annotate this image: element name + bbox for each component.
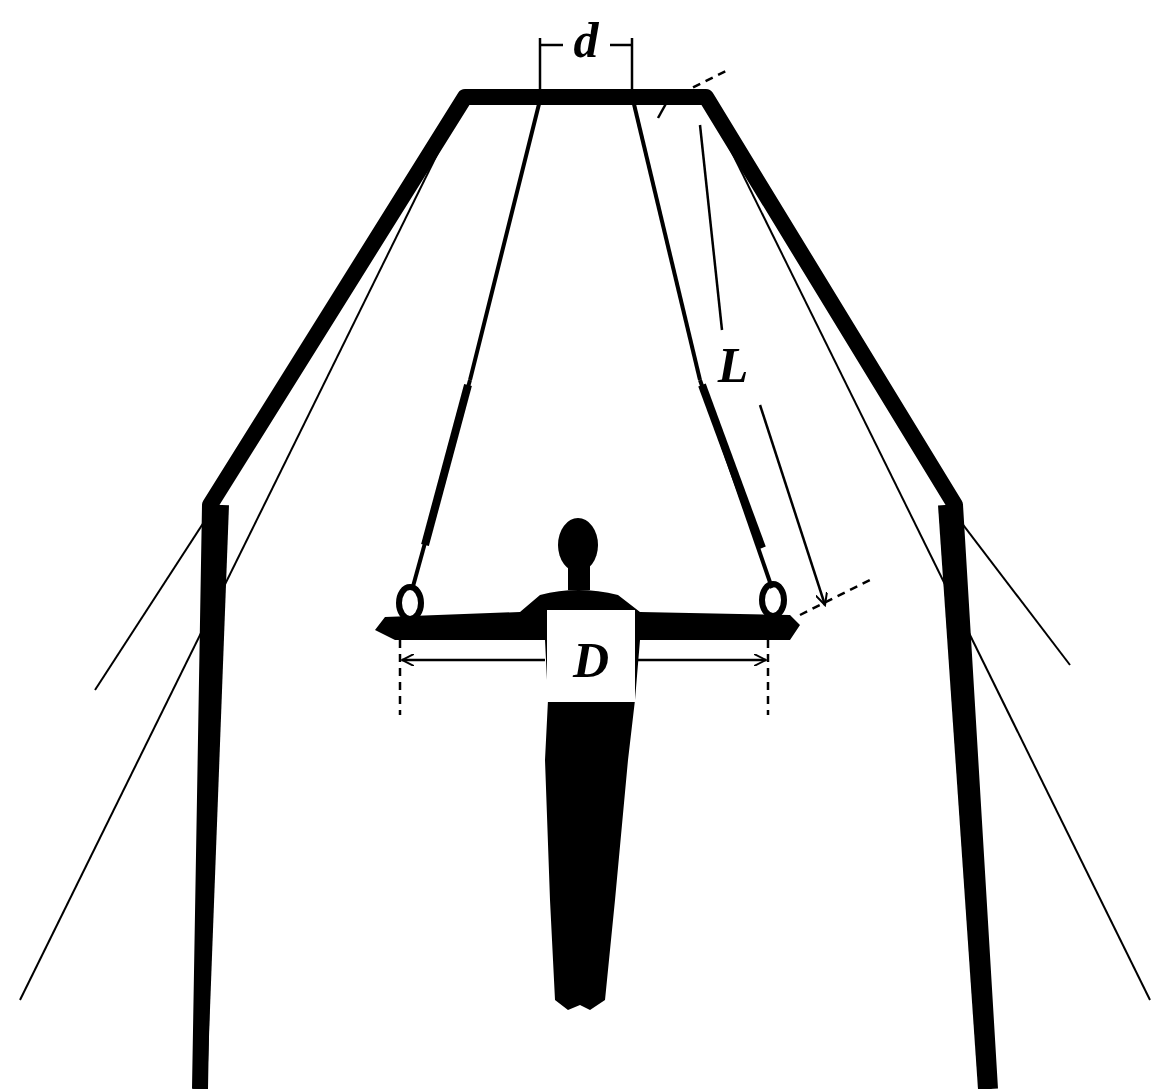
gymnast (375, 518, 800, 1010)
posts (200, 505, 985, 1089)
ropes (412, 100, 772, 590)
dimension-label: D (563, 631, 619, 689)
dimension-label: L (718, 340, 749, 390)
L-dimension (658, 70, 870, 615)
strap-ends (425, 385, 762, 548)
frame (200, 97, 990, 1089)
label-patch (547, 610, 635, 702)
dimension-label: d (574, 15, 599, 65)
